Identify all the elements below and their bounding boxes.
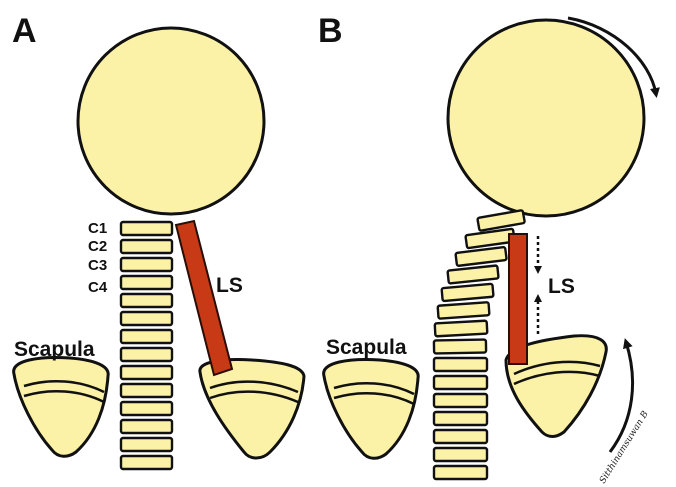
scapula-label-b: Scapula xyxy=(326,336,407,359)
vertebral-column-a xyxy=(121,222,172,469)
vertebra-a xyxy=(121,456,172,469)
vertebra-b xyxy=(434,466,487,479)
vertebra-b xyxy=(448,265,499,283)
vertebra-b xyxy=(434,394,487,407)
head-a xyxy=(78,28,264,214)
level-c4-a: C4 xyxy=(88,279,108,296)
vertebra-b xyxy=(455,247,506,266)
vertebra-a xyxy=(121,384,172,397)
vertebra-b xyxy=(434,412,487,425)
vertebra-b xyxy=(434,358,487,371)
ls-label-a: LS xyxy=(216,274,243,297)
vertebra-b xyxy=(434,448,487,461)
vertebra-c1-a xyxy=(121,222,172,235)
vertebra-a xyxy=(121,348,172,361)
author-signature: Sitthinamsuwan B xyxy=(598,409,651,485)
vertebra-a xyxy=(121,366,172,379)
levator-scapulae-b xyxy=(509,234,527,364)
vertebra-c3-a xyxy=(121,258,172,271)
vertebra-a xyxy=(121,438,172,451)
left-scapula-a xyxy=(14,358,109,457)
vertebra-b xyxy=(465,229,514,249)
level-c3-a: C3 xyxy=(88,257,107,274)
panel-b-letter: B xyxy=(318,12,343,50)
vertebra-b xyxy=(477,210,525,231)
level-c1-a: C1 xyxy=(88,220,107,237)
vertebra-b xyxy=(435,321,488,337)
vertebra-b xyxy=(438,302,490,319)
vertebra-a xyxy=(121,294,172,307)
level-c2-a: C2 xyxy=(88,238,107,255)
ls-label-b: LS xyxy=(548,275,575,298)
vertebra-c4-a xyxy=(121,276,172,289)
vertebra-b xyxy=(434,430,487,443)
scapula-label-a: Scapula xyxy=(14,338,95,361)
vertebra-c2-a xyxy=(121,240,172,253)
vertebra-b xyxy=(442,284,494,301)
panel-b: B xyxy=(318,12,656,486)
head-b xyxy=(448,20,644,216)
vertebra-a xyxy=(121,330,172,343)
panel-a-letter: A xyxy=(12,12,37,50)
panel-a: A C1 C2 C3 C4 xyxy=(12,12,304,469)
vertebra-a xyxy=(121,420,172,433)
vertebra-a xyxy=(121,402,172,415)
vertebra-a xyxy=(121,312,172,325)
levator-scapulae-a xyxy=(176,221,232,375)
left-scapula-b xyxy=(324,360,419,459)
vertebra-b xyxy=(434,340,486,354)
vertebra-b xyxy=(434,376,487,389)
